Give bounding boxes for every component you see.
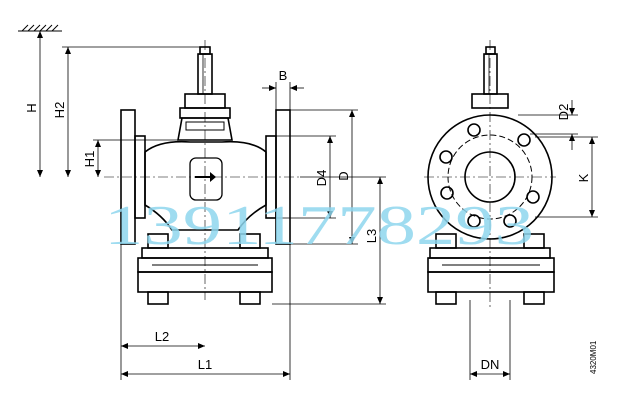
dim-label-dn: DN [481,357,500,372]
ground-hatch [18,24,62,32]
dim-label-l3: L3 [364,229,379,243]
dim-label-d: D [336,171,351,180]
dim-label-h2: H2 [52,102,67,119]
dim-label-h: H [24,103,39,112]
front-view [427,46,555,305]
dim-label-l1: L1 [198,357,212,372]
dim-label-l2: L2 [155,329,169,344]
dim-label-d2: D2 [556,104,571,121]
dimension-lines [37,31,598,380]
dim-label-k: K [576,173,591,182]
drawing-code: 4320M01 [589,340,598,374]
side-view [120,46,291,305]
dim-label-b: B [279,68,288,83]
watermark-phone-number: 13911778293 [104,195,534,257]
dim-label-h1: H1 [82,151,97,168]
dim-label-d4: D4 [314,170,329,187]
